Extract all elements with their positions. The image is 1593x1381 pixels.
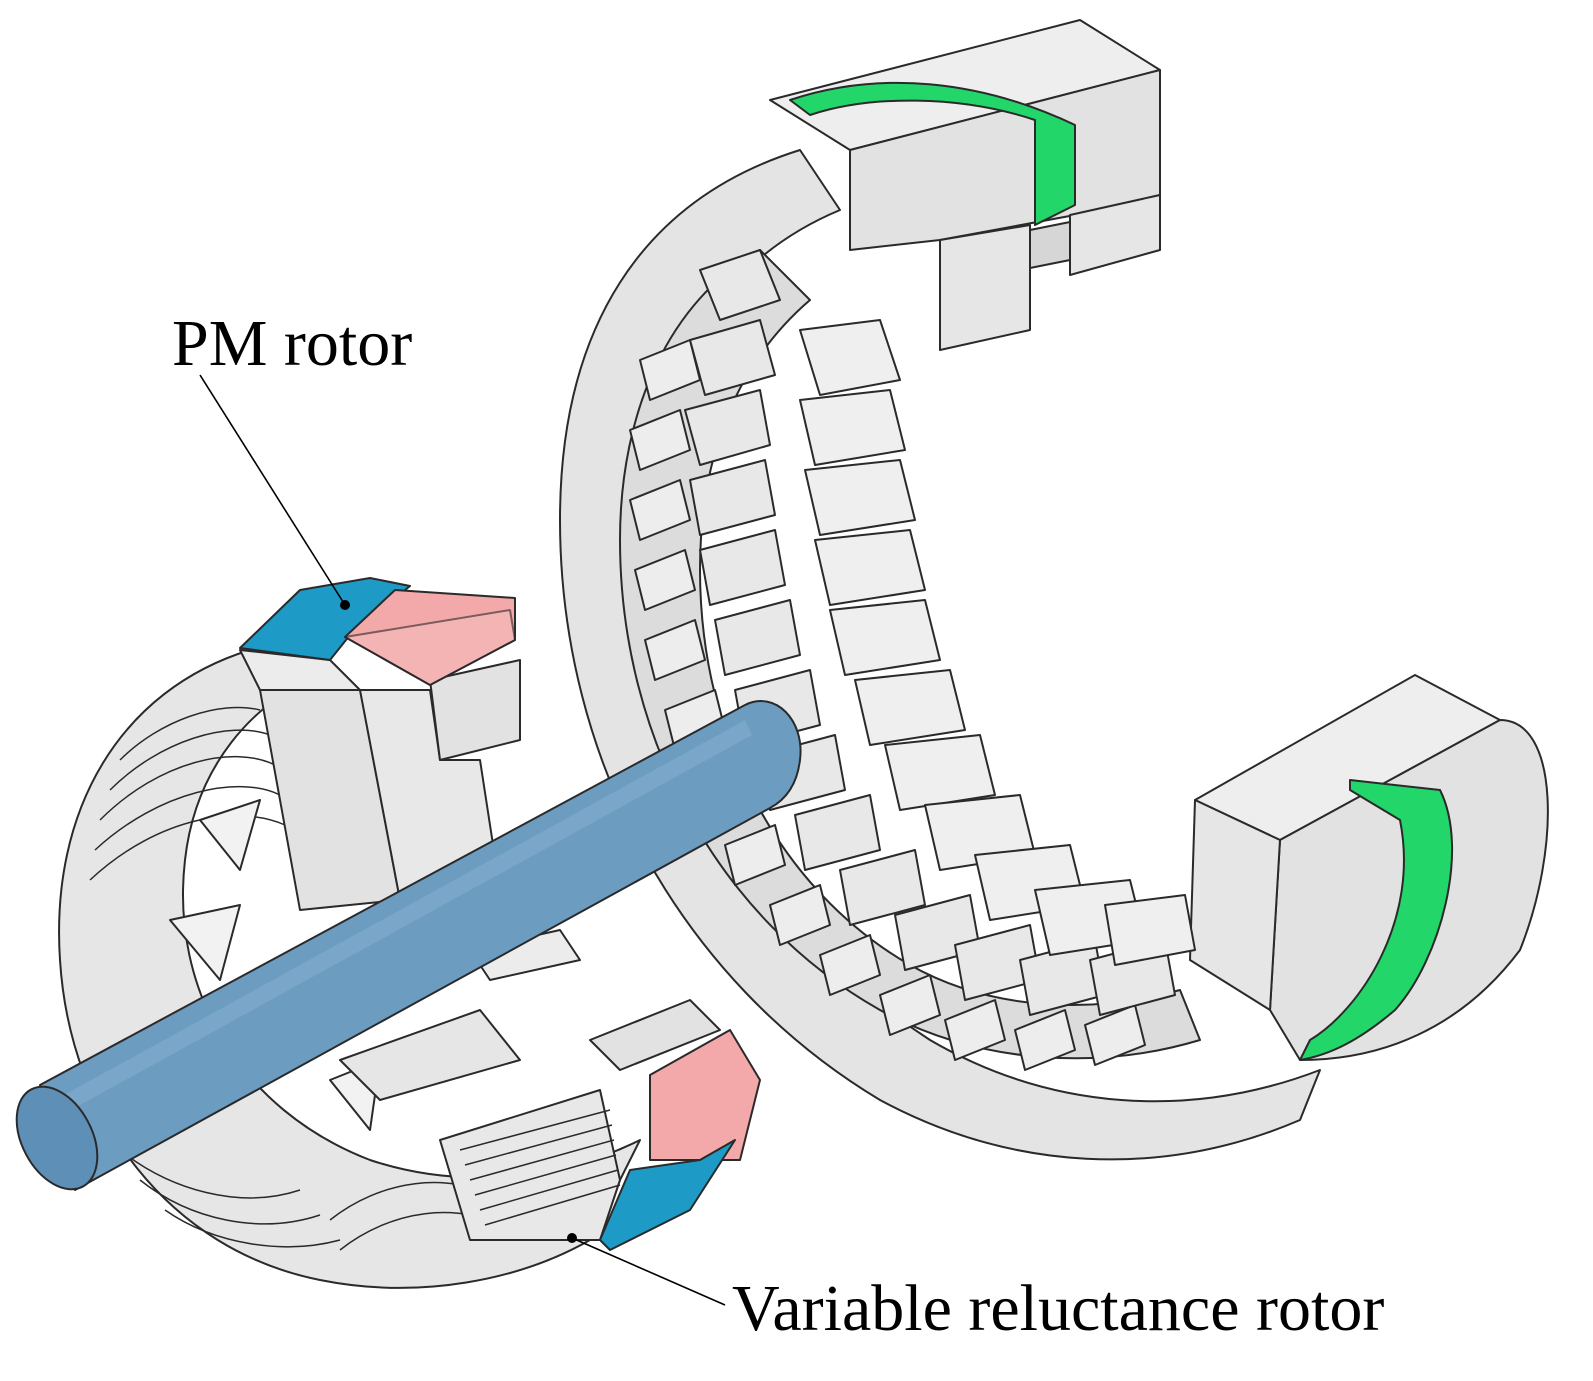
outer-stator bbox=[559, 19, 1549, 1161]
pm-magnet-lower-blue bbox=[599, 1139, 736, 1251]
label-vr-rotor: Variable reluctance rotor bbox=[567, 1233, 1384, 1345]
stator-bottom-end bbox=[1189, 674, 1549, 1061]
vr-rotor-label: Variable reluctance rotor bbox=[732, 1272, 1384, 1345]
pm-rotor-label: PM rotor bbox=[172, 307, 412, 380]
flux-barriers-upper bbox=[89, 706, 286, 881]
stator-top-end bbox=[769, 19, 1161, 351]
green-band-bottom bbox=[1299, 779, 1453, 1061]
pm-rotor-leader-dot bbox=[340, 600, 350, 610]
shaft bbox=[15, 700, 802, 1191]
shaft-highlight bbox=[55, 720, 752, 1115]
vr-rotor-leader bbox=[571, 1237, 726, 1306]
label-pm-rotor: PM rotor bbox=[172, 307, 412, 610]
shaft-body bbox=[39, 700, 802, 1191]
stator-pole-shoes bbox=[799, 319, 1196, 966]
pm-magnet-lower-pink bbox=[649, 1029, 761, 1161]
pm-magnet-upper-blue bbox=[239, 577, 411, 661]
pm-rotor-leader bbox=[199, 374, 346, 606]
shaft-end-face bbox=[15, 1085, 99, 1191]
green-band-top bbox=[789, 81, 1076, 226]
rotor-lower-pole bbox=[339, 929, 721, 1241]
pm-magnet-upper-pink-side bbox=[344, 609, 516, 686]
vr-rotor-leader-dot bbox=[567, 1233, 577, 1243]
